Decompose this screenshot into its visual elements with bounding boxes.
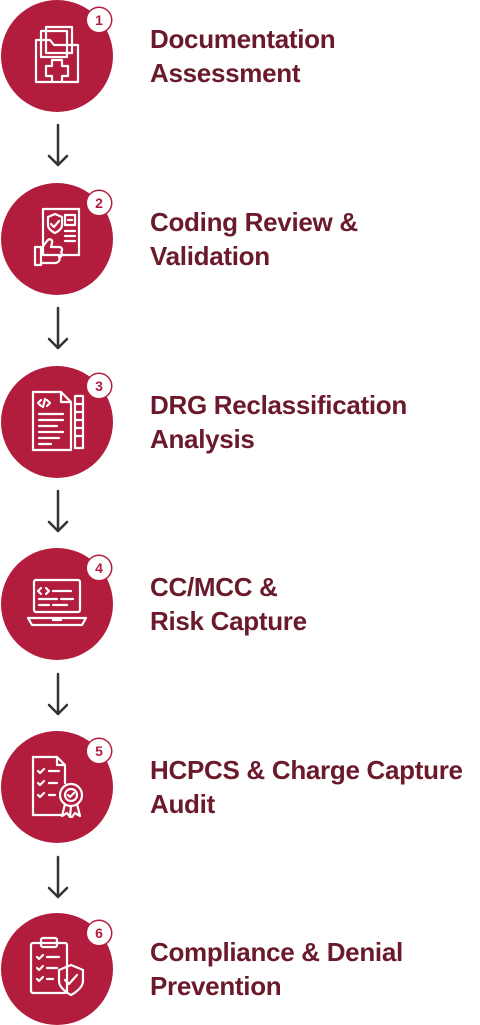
step-4-number: 4 [87,556,111,580]
step-2-title-line2: Validation [150,241,270,271]
step-6-title-line1: Compliance & Denial [150,937,403,967]
step-2-circle: 2 [1,183,113,295]
step-5-circle: 5 [1,731,113,843]
medical-folder-icon [34,25,80,84]
step-1-title-line2: Assessment [150,58,301,88]
step-3-title: DRG Reclassification Analysis [150,366,407,478]
step-6-title: Compliance & Denial Prevention [150,913,403,1025]
arrow-down-icon [47,306,69,350]
step-3-title-line1: DRG Reclassification [150,390,407,420]
step-6-circle: 6 [1,913,113,1025]
step-4-title: CC/MCC & Risk Capture [150,548,307,660]
step-1: 1 Documentation Assessment [0,0,480,112]
step-6-number: 6 [87,921,111,945]
step-2-title: Coding Review & Validation [150,183,358,295]
step-1-number: 1 [87,8,111,32]
arrow-down-icon [47,489,69,533]
step-1-circle: 1 [1,0,113,112]
step-3-number: 3 [87,374,111,398]
audit-certificate-icon [31,755,84,819]
step-5-title-line1: HCPCS & Charge Capture [150,755,463,785]
step-2: 2 Coding Review & Validation [0,183,480,295]
code-document-icon [31,390,85,452]
step-6: 6 Compliance & Denial Prevention [0,913,480,1025]
step-4: 4 CC/MCC & Risk Capture [0,548,480,660]
step-4-title-line1: CC/MCC & [150,572,278,602]
step-3-circle: 3 [1,366,113,478]
step-4-title-line2: Risk Capture [150,606,307,636]
arrow-down-icon [47,855,69,899]
arrow-down-icon [47,672,69,716]
step-3-title-line2: Analysis [150,424,255,454]
step-6-title-line2: Prevention [150,971,282,1001]
laptop-code-icon [26,578,88,627]
step-4-circle: 4 [1,548,113,660]
step-2-number: 2 [87,191,111,215]
step-2-title-line1: Coding Review & [150,207,358,237]
clipboard-shield-icon [29,936,85,997]
step-5-title: HCPCS & Charge Capture Audit [150,731,463,843]
step-1-title: Documentation Assessment [150,0,336,112]
step-3: 3 DRG Reclassification Analysis [0,366,480,478]
step-1-title-line1: Documentation [150,24,336,54]
arrow-down-icon [47,123,69,167]
step-5-title-line2: Audit [150,789,215,819]
step-5: 5 HCPCS & Charge Capture Audit [0,731,480,843]
step-5-number: 5 [87,739,111,763]
review-approval-icon [33,207,81,267]
